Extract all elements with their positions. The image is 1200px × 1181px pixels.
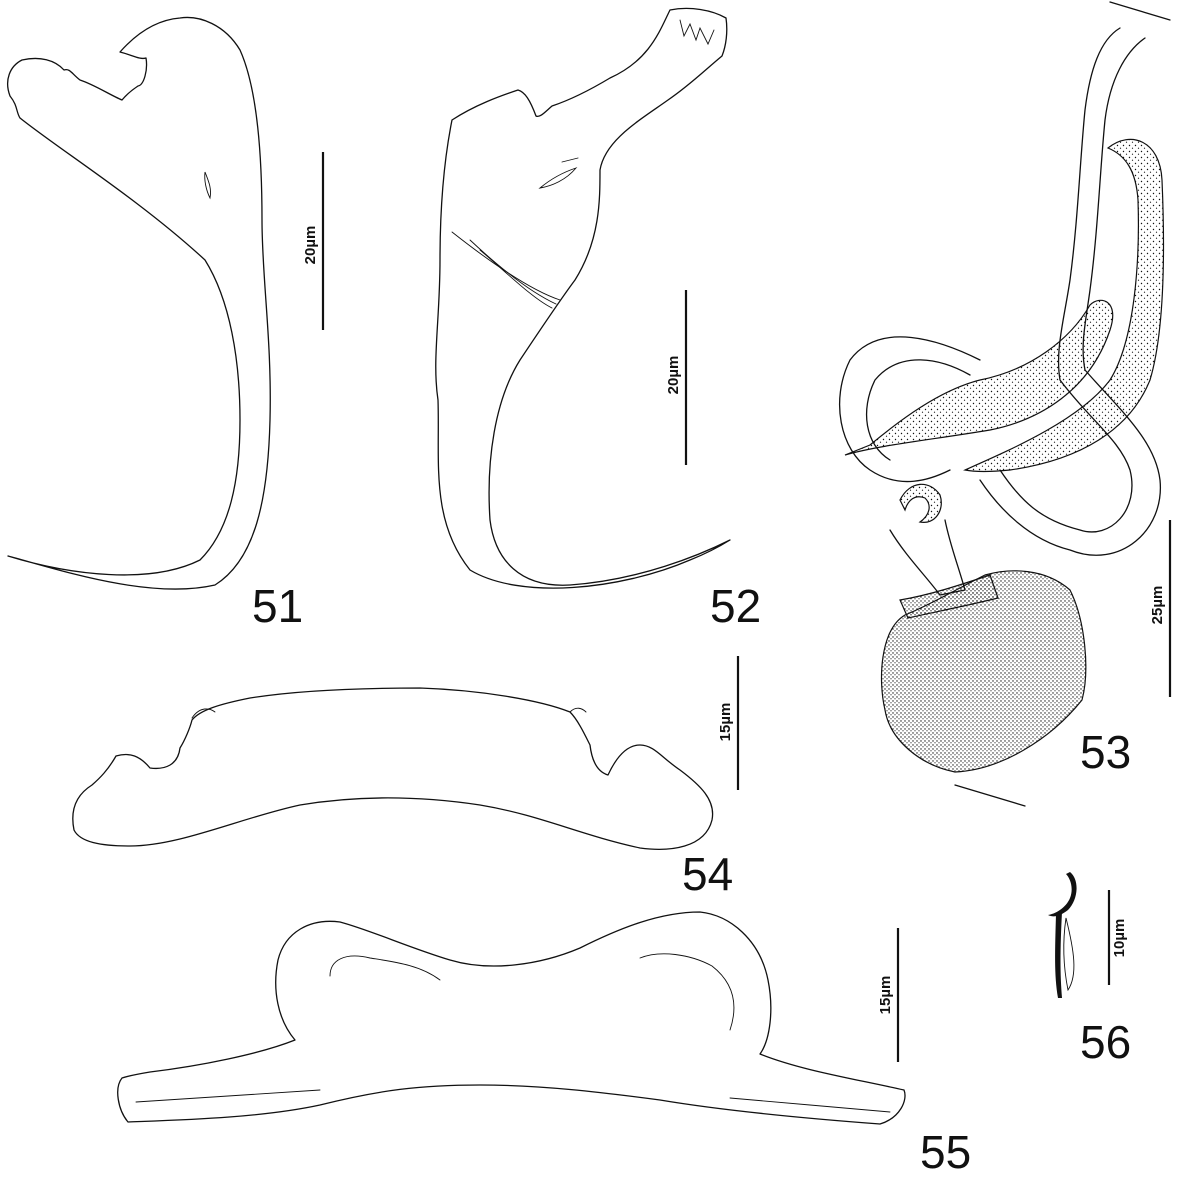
figure-55-number: 55 [920, 1126, 971, 1178]
figure-51-scale-bar: 20µm [302, 152, 325, 330]
figure-55-scale-bar: 15µm [877, 928, 900, 1062]
figure-56-hooklet [1048, 872, 1077, 998]
figure-54-number: 54 [682, 848, 733, 900]
figure-53-scale-label: 25µm [1149, 586, 1166, 625]
figure-56-scale-label: 10µm [1111, 919, 1128, 958]
figure-52-scale-bar: 20µm [665, 290, 688, 465]
figure-54-scale-label: 15µm [717, 703, 734, 742]
figure-51-scale-label: 20µm [302, 226, 319, 265]
figure-54-scale-bar: 15µm [717, 656, 740, 790]
figure-51-number: 51 [252, 580, 303, 632]
figure-52-scale-label: 20µm [665, 356, 682, 395]
figure-53-scale-bar: 25µm [1149, 520, 1172, 697]
figure-53-number: 53 [1080, 726, 1131, 778]
figure-52-hook [435, 7, 731, 589]
figure-52-number: 52 [710, 580, 761, 632]
figure-56-number: 56 [1080, 1016, 1131, 1068]
figure-54-bar [72, 687, 714, 850]
figure-55-scale-label: 15µm [877, 976, 894, 1015]
figure-56-scale-bar: 10µm [1107, 890, 1128, 985]
figure-55-bar [117, 911, 906, 1125]
figure-53-copulatory-organ [838, 1, 1171, 807]
figure-51-hook [7, 16, 271, 590]
